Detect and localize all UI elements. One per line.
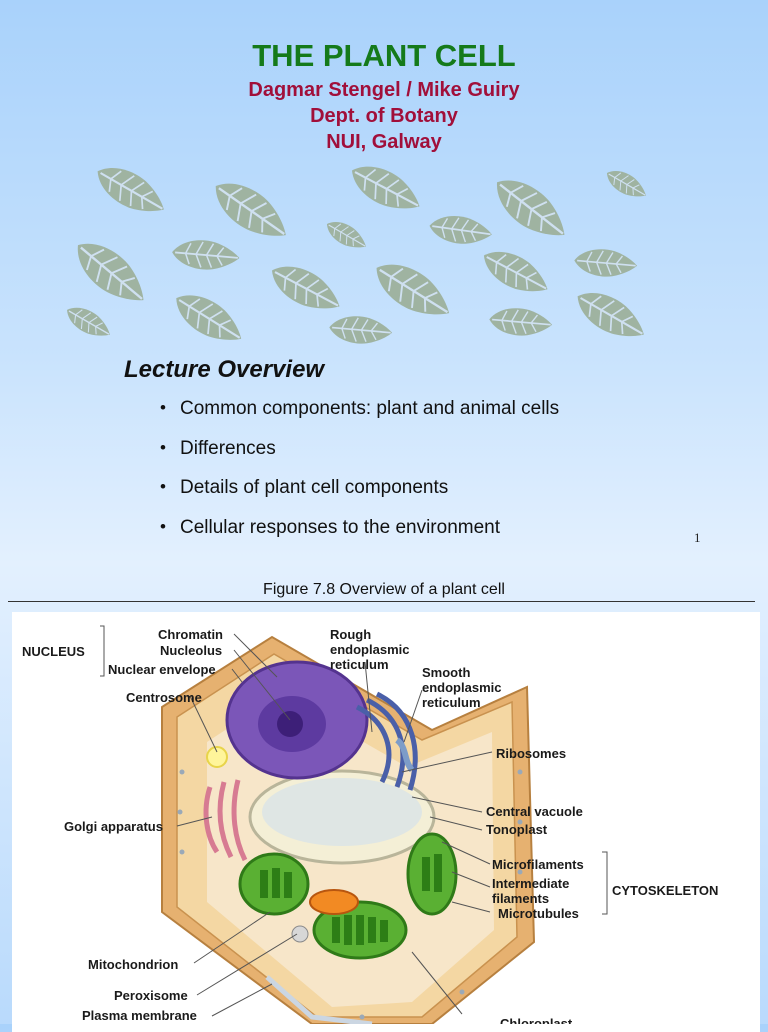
label-plasma-membrane: Plasma membrane <box>82 1008 197 1023</box>
list-item: Common components: plant and animal cell… <box>160 398 559 438</box>
leaf-decoration <box>61 154 654 350</box>
chloroplast <box>406 832 458 916</box>
institution: NUI, Galway <box>326 131 442 153</box>
label-ribosomes: Ribosomes <box>496 746 566 761</box>
label-centrosome: Centrosome <box>126 690 202 705</box>
authors: Dagmar Stengel / Mike Guiry <box>248 79 520 101</box>
title-slide: THE PLANT CELL Dagmar Stengel / Mike Gui… <box>0 0 768 575</box>
label-golgi: Golgi apparatus <box>64 819 163 834</box>
label-mitochondrion: Mitochondrion <box>88 957 178 972</box>
nucleolus <box>277 711 303 737</box>
plant-cell-diagram: NUCLEUS Chromatin Nucleolus Nuclear enve… <box>22 625 718 1031</box>
centrosome <box>206 746 228 768</box>
label-peroxisome: Peroxisome <box>114 988 188 1003</box>
label-chromatin: Chromatin <box>158 627 223 642</box>
label-intermediate-2: filaments <box>492 891 549 906</box>
list-item: Cellular responses to the environment <box>160 517 559 557</box>
divider <box>8 601 755 602</box>
label-nucleus: NUCLEUS <box>22 644 85 659</box>
label-microtubules: Microtubules <box>498 906 579 921</box>
peroxisome <box>291 925 309 943</box>
label-rough-er-3: reticulum <box>330 657 389 672</box>
overview-heading: Lecture Overview <box>124 356 325 383</box>
mitochondrion <box>309 889 359 915</box>
label-cytoskeleton: CYTOSKELETON <box>612 883 718 898</box>
department: Dept. of Botany <box>310 105 458 127</box>
label-smooth-er-1: Smooth <box>422 665 470 680</box>
smooth-er <box>394 737 415 773</box>
golgi-apparatus <box>203 779 248 862</box>
label-nuclear-envelope: Nuclear envelope <box>108 662 216 677</box>
label-rough-er-2: endoplasmic <box>330 642 409 657</box>
rough-er <box>355 691 418 791</box>
label-rough-er-1: Rough <box>330 627 371 642</box>
label-chloroplast: Chloroplast <box>500 1016 573 1024</box>
plant-cell-figure: NUCLEUS Chromatin Nucleolus Nuclear enve… <box>12 612 760 1032</box>
list-item: Differences <box>160 438 559 478</box>
label-tonoplast: Tonoplast <box>486 822 548 837</box>
label-smooth-er-3: reticulum <box>422 695 481 710</box>
figure-caption: Figure 7.8 Overview of a plant cell <box>263 581 505 598</box>
list-item: Details of plant cell components <box>160 477 559 517</box>
label-nucleolus: Nucleolus <box>160 643 222 658</box>
label-smooth-er-2: endoplasmic <box>422 680 501 695</box>
label-central-vacuole: Central vacuole <box>486 804 583 819</box>
label-microfilaments: Microfilaments <box>492 857 584 872</box>
slide-number: 1 <box>694 530 701 545</box>
label-intermediate-1: Intermediate <box>492 876 569 891</box>
slide-title: THE PLANT CELL <box>252 38 516 73</box>
overview-list: Common components: plant and animal cell… <box>160 398 559 556</box>
